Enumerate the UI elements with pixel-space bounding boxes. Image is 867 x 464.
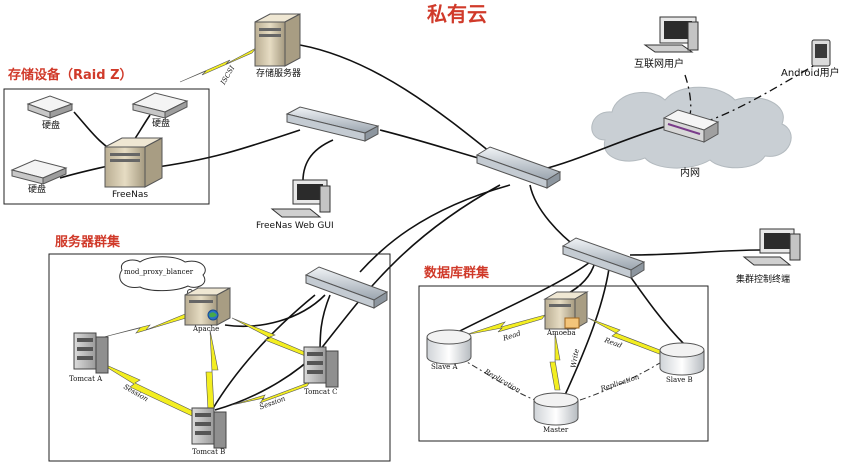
disk-label: 硬盘: [28, 185, 47, 195]
disk-label: 硬盘: [42, 121, 61, 131]
freenas-label: FreeNas: [112, 190, 149, 200]
server-cluster-title: 服务器群集: [55, 235, 121, 250]
server-cluster-box: [48, 253, 391, 462]
db-cluster-title: 数据库群集: [424, 266, 490, 281]
switch-icon: [285, 106, 380, 142]
computer-icon: [643, 16, 699, 53]
cluster-terminal-label: 集群控制终端: [736, 275, 791, 285]
database-icon: [659, 342, 705, 376]
storage-server-label: 存储服务器: [256, 69, 302, 79]
tomcat-server-icon: [191, 407, 227, 449]
database-icon: [533, 392, 579, 426]
tomcat-a-label: Tomcat A: [69, 375, 103, 383]
replication-links: [459, 357, 666, 401]
master-label: Master: [543, 426, 569, 434]
slave-a-label: Slave A: [431, 363, 458, 371]
freenas-web-gui-label: FreeNas Web GUI: [256, 221, 334, 231]
freenas-server-icon: [104, 137, 163, 188]
disk-label: 硬盘: [152, 119, 171, 129]
db-cluster-box: [418, 285, 709, 442]
android-user-label: Android用户: [781, 68, 840, 79]
storage-group-title: 存储设备（Raid Z）: [8, 68, 133, 83]
disk-icon: [131, 92, 189, 119]
intranet-label: 内网: [680, 168, 700, 179]
computer-icon: [270, 179, 331, 218]
tomcat-c-label: Tomcat C: [304, 388, 338, 396]
switch-icon: [561, 237, 646, 279]
internet-user-label: 互联网用户: [634, 59, 684, 70]
storage-group-box: [3, 88, 210, 205]
disk-icon: [26, 95, 74, 119]
mod-proxy-label: mod_proxy_blancer: [124, 268, 194, 276]
tomcat-b-label: Tomcat B: [192, 448, 226, 456]
switch-icon: [304, 266, 389, 309]
slave-b-label: Slave B: [666, 376, 693, 384]
disk-icon: [10, 159, 68, 185]
storage-server-icon: [254, 13, 301, 67]
phone-icon: [811, 39, 831, 67]
apache-server-icon: [184, 287, 231, 326]
computer-icon: [742, 228, 801, 266]
tomcat-server-icon: [303, 346, 339, 388]
page-title: 私有云: [427, 2, 487, 26]
apache-label: Apache: [193, 325, 220, 333]
proxy-callout: [119, 256, 206, 301]
tomcat-server-icon: [73, 332, 109, 374]
internet-links: [684, 64, 816, 123]
amoeba-server-icon: [543, 291, 589, 330]
router-icon: [662, 109, 720, 143]
amoeba-label: Amoeba: [547, 329, 576, 337]
switch-icon: [475, 146, 562, 189]
database-icon: [426, 329, 472, 365]
